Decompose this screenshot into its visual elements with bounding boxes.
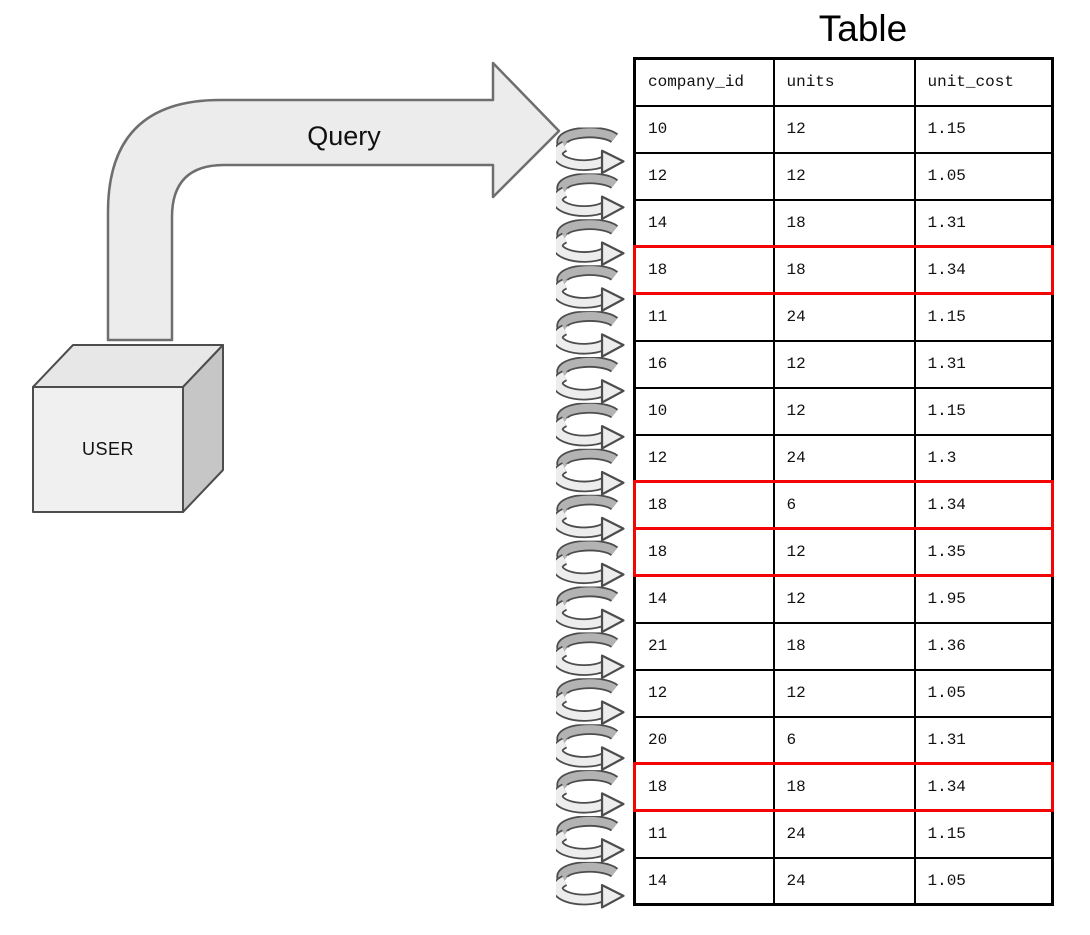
- table-cell: 18: [633, 762, 775, 812]
- row-scan-loop-icon: [558, 408, 624, 449]
- column-header-company_id: company_id: [633, 57, 775, 107]
- row-scan-loop-icon: [558, 224, 624, 265]
- row-scan-loop-icon: [558, 867, 624, 908]
- table-cell: 1.3: [913, 433, 1054, 483]
- table-cell: 24: [772, 433, 916, 483]
- table-cell: 1.36: [913, 621, 1054, 671]
- row-scan-coils: [558, 132, 624, 907]
- row-scan-loop-icon: [558, 500, 624, 541]
- row-scan-loop-icon: [558, 270, 624, 311]
- row-scan-loop-icon: [558, 454, 624, 495]
- query-arrow: [106, 61, 561, 342]
- row-scan-loop-icon: [558, 362, 624, 403]
- row-scan-loop-icon: [558, 132, 624, 173]
- table-cell: 11: [633, 809, 775, 859]
- row-scan-loop-icon: [558, 178, 624, 219]
- row-scan-loop-icon: [558, 316, 624, 357]
- table-cell: 6: [772, 715, 916, 765]
- table-cell: 21: [633, 621, 775, 671]
- table-cell: 1.34: [913, 762, 1054, 812]
- table-cell: 1.15: [913, 809, 1054, 859]
- table-cell: 1.15: [913, 386, 1054, 436]
- table-cell: 10: [633, 104, 775, 154]
- column-header-units: units: [772, 57, 916, 107]
- table-cell: 18: [772, 621, 916, 671]
- table-cell: 1.31: [913, 339, 1054, 389]
- table-cell: 10: [633, 386, 775, 436]
- table-cell: 12: [772, 339, 916, 389]
- table-cell: 14: [633, 198, 775, 248]
- table-cell: 16: [633, 339, 775, 389]
- table-cell: 1.05: [913, 856, 1054, 906]
- table-cell: 12: [772, 527, 916, 577]
- table-cell: 1.05: [913, 668, 1054, 718]
- table-cell: 1.34: [913, 480, 1054, 530]
- table-cell: 1.35: [913, 527, 1054, 577]
- table-cell: 12: [633, 151, 775, 201]
- table-cell: 1.31: [913, 715, 1054, 765]
- table-cell: 18: [772, 245, 916, 295]
- row-scan-loop-icon: [558, 546, 624, 587]
- table-cell: 12: [772, 104, 916, 154]
- table-cell: 1.15: [913, 104, 1054, 154]
- table-cell: 14: [633, 856, 775, 906]
- table-cell: 24: [772, 856, 916, 906]
- table-cell: 18: [772, 198, 916, 248]
- table-cell: 14: [633, 574, 775, 624]
- user-box-label: USER: [81, 439, 134, 459]
- column-header-unit_cost: unit_cost: [913, 57, 1054, 107]
- table-cell: 6: [772, 480, 916, 530]
- table-cell: 1.05: [913, 151, 1054, 201]
- table-cell: 18: [633, 527, 775, 577]
- table-cell: 12: [772, 386, 916, 436]
- user-box-front-face: [32, 386, 184, 513]
- table-cell: 12: [772, 574, 916, 624]
- row-scan-loop-icon: [558, 821, 624, 862]
- table-cell: 12: [633, 433, 775, 483]
- table-cell: 12: [772, 151, 916, 201]
- table-cell: 1.15: [913, 292, 1054, 342]
- table-cell: 12: [633, 668, 775, 718]
- table-cell: 18: [633, 480, 775, 530]
- table-title: Table: [818, 8, 908, 49]
- table-cell: 20: [633, 715, 775, 765]
- table-cell: 24: [772, 809, 916, 859]
- user-box: [32, 344, 224, 513]
- table-cell: 18: [772, 762, 916, 812]
- table-cell: 24: [772, 292, 916, 342]
- row-scan-loop-icon: [558, 591, 624, 632]
- table-cell: 18: [633, 245, 775, 295]
- row-scan-loop-icon: [558, 683, 624, 724]
- query-arrow-label: Query: [307, 121, 381, 151]
- table-cell: 1.31: [913, 198, 1054, 248]
- table-cell: 1.95: [913, 574, 1054, 624]
- row-scan-loop-icon: [558, 775, 624, 816]
- table-cell: 12: [772, 668, 916, 718]
- table-cell: 11: [633, 292, 775, 342]
- row-scan-loop-icon: [558, 637, 624, 678]
- table-cell: 1.34: [913, 245, 1054, 295]
- row-scan-loop-icon: [558, 729, 624, 770]
